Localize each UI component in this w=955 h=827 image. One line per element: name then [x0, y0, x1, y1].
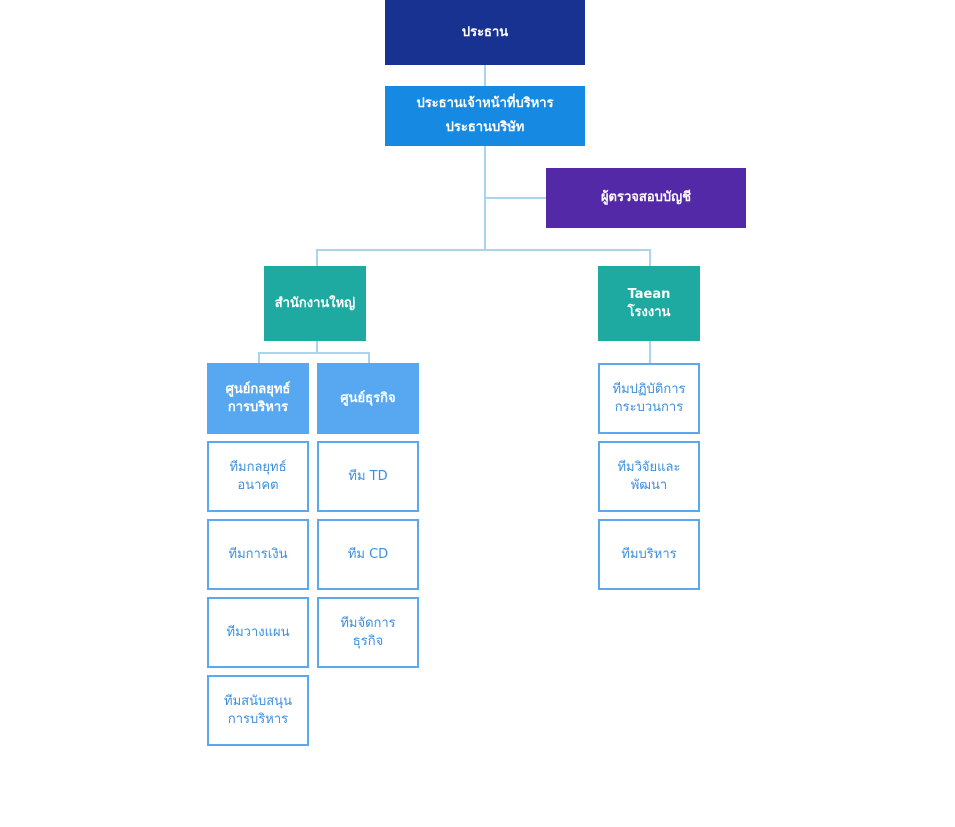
- ceo-box: ประธานเจ้าหน้าที่บริหาร ประธานบริษัท: [385, 86, 585, 146]
- connector-head-office-drop: [316, 249, 318, 266]
- connector-branch-horizontal: [316, 249, 651, 251]
- connector-chairman-ceo: [484, 65, 486, 86]
- head-office-box: สำนักงานใหญ่: [264, 266, 366, 341]
- factory-team-box: ทีมวิจัยและ พัฒนา: [598, 441, 700, 512]
- business-center-box: ศูนย์ธุรกิจ: [317, 363, 419, 434]
- business-team-box: ทีม TD: [317, 441, 419, 512]
- business-team-label: ทีมจัดการ ธุรกิจ: [340, 615, 396, 649]
- taean-factory-box: Taean โรงงาน: [598, 266, 700, 341]
- head-office-label: สำนักงานใหญ่: [274, 295, 356, 311]
- chairman-box: ประธาน: [385, 0, 585, 65]
- ceo-label-line1: ประธานเจ้าหน้าที่บริหาร: [416, 96, 554, 111]
- strategy-team-box: ทีมสนับสนุน การบริหาร: [207, 675, 309, 746]
- strategy-team-label: ทีมวางแผน: [226, 624, 290, 640]
- strategy-team-label: ทีมสนับสนุน การบริหาร: [224, 693, 292, 727]
- factory-team-label: ทีมบริหาร: [621, 546, 677, 562]
- strategy-center-box: ศูนย์กลยุทธ์ การบริหาร: [207, 363, 309, 434]
- auditor-box: ผู้ตรวจสอบบัญชี: [546, 168, 746, 228]
- connector-centers-horizontal: [258, 352, 370, 354]
- connector-factory-drop: [649, 249, 651, 266]
- strategy-team-label: ทีมกลยุทธ์ อนาคต: [229, 459, 287, 493]
- strategy-center-label: ศูนย์กลยุทธ์ การบริหาร: [225, 381, 291, 415]
- auditor-label: ผู้ตรวจสอบบัญชี: [600, 190, 692, 205]
- factory-team-label: ทีมปฏิบัติการ กระบวนการ: [612, 381, 686, 415]
- business-center-label: ศูนย์ธุรกิจ: [340, 390, 396, 406]
- connector-factory-teams: [649, 341, 651, 363]
- business-team-label: ทีม TD: [348, 468, 388, 484]
- business-team-box: ทีมจัดการ ธุรกิจ: [317, 597, 419, 668]
- taean-factory-label: Taean โรงงาน: [627, 286, 671, 320]
- connector-business-drop: [368, 352, 370, 363]
- factory-team-label: ทีมวิจัยและ พัฒนา: [617, 459, 681, 493]
- business-team-box: ทีม CD: [317, 519, 419, 590]
- strategy-team-box: ทีมวางแผน: [207, 597, 309, 668]
- chairman-label: ประธาน: [461, 24, 509, 40]
- business-team-label: ทีม CD: [347, 546, 389, 562]
- strategy-team-box: ทีมการเงิน: [207, 519, 309, 590]
- connector-head-office-sub: [316, 341, 318, 353]
- factory-team-box: ทีมปฏิบัติการ กระบวนการ: [598, 363, 700, 434]
- connector-auditor-branch: [484, 197, 546, 199]
- strategy-team-box: ทีมกลยุทธ์ อนาคต: [207, 441, 309, 512]
- factory-team-box: ทีมบริหาร: [598, 519, 700, 590]
- ceo-label-line2: ประธานบริษัท: [445, 120, 525, 135]
- strategy-team-label: ทีมการเงิน: [228, 546, 288, 562]
- connector-strategy-drop: [258, 352, 260, 363]
